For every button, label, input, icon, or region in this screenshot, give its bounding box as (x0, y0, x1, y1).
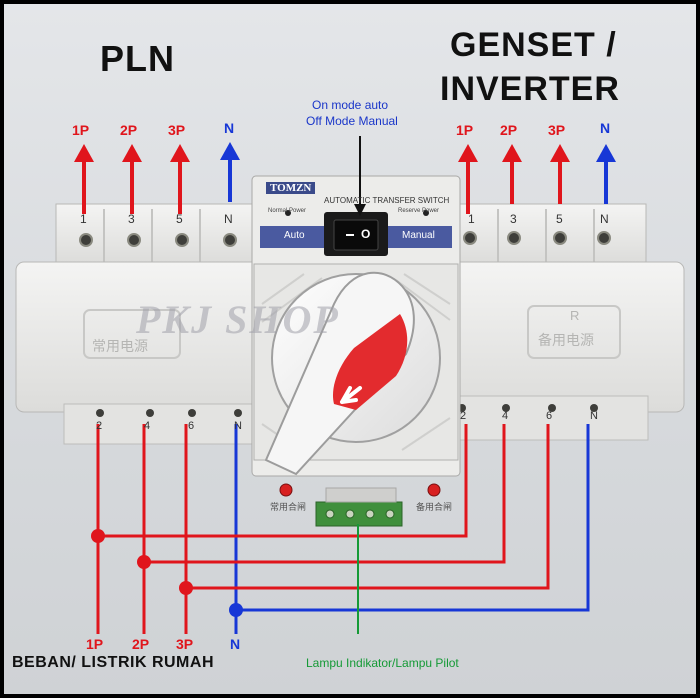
load-label: BEBAN/ LISTRIK RUMAH (12, 654, 214, 671)
bottom-right-terminal-n: N (590, 410, 598, 422)
top-arrows (82, 152, 608, 214)
top-left-phase-n: N (224, 120, 235, 136)
bottom-phase-3: 3P (176, 636, 194, 652)
top-right-terminal-3: 3 (510, 212, 517, 226)
bottom-right-terminal-6: 6 (546, 410, 553, 422)
mode-note-line2: Off Mode Manual (306, 114, 398, 128)
mode-manual-label: Manual (402, 230, 435, 241)
bottom-right-terminal-2: 2 (460, 410, 467, 422)
bottom-phase-1: 1P (86, 636, 104, 652)
top-left-phase-1: 1P (72, 122, 90, 138)
normal-power-label: Normal Power (268, 208, 307, 214)
handle-red-insert (332, 314, 408, 410)
bottom-left-terminal-4: 4 (144, 420, 151, 432)
bottom-right-terminal-4: 4 (502, 410, 509, 422)
arrow-icon (340, 386, 362, 404)
mode-note-line1: On mode auto (312, 98, 389, 112)
title-genset: GENSET / (450, 26, 617, 64)
bottom-phase-2: 2P (132, 636, 150, 652)
top-left-terminal-1: 1 (80, 212, 87, 226)
top-left-phase-3: 3P (168, 122, 186, 138)
lamp-right-indicator (427, 483, 441, 497)
top-right-phase-3: 3P (548, 122, 566, 138)
right-label-box (527, 305, 621, 359)
top-right-terminal-block (449, 203, 647, 265)
top-right-terminal-1: 1 (468, 212, 475, 226)
ats-device-graphic (15, 136, 685, 634)
device-label: AUTOMATIC TRANSFER SWITCH (324, 196, 450, 205)
top-right-phase-1: 1P (456, 122, 474, 138)
top-left-terminal-3: 3 (128, 212, 135, 226)
left-chinese-label: 常用电源 (92, 338, 148, 354)
top-left-terminal-5: 5 (176, 212, 183, 226)
lamp-left-label: 常用合闸 (270, 502, 307, 512)
top-screws (79, 231, 611, 247)
right-letter-label: R (570, 308, 580, 323)
watermark: PKJ SHOP (136, 297, 340, 342)
lamp-indicator-label: Lampu Indikator/Lampu Pilot (306, 656, 459, 670)
top-right-phase-n: N (600, 120, 611, 136)
left-label-box (83, 309, 181, 359)
brand-label: TOMZN (266, 182, 316, 194)
diagram-frame: PLN GENSET / INVERTER On mode auto Off M… (4, 4, 696, 694)
mode-auto-label: Auto (284, 230, 305, 241)
lamp-right-label: 备用合闸 (416, 502, 453, 512)
junction-dots (91, 529, 243, 617)
top-right-phase-2: 2P (500, 122, 518, 138)
bottom-phase-n: N (230, 636, 241, 652)
arrow-heads (74, 142, 616, 162)
top-left-terminal-n: N (224, 212, 233, 226)
top-right-terminal-5: 5 (556, 212, 563, 226)
switch-off-label: O (361, 227, 371, 241)
bottom-left-terminal-6: 6 (188, 420, 195, 432)
title-pln: PLN (100, 38, 175, 79)
bottom-right-terminal-block (451, 395, 649, 441)
top-right-terminal-n: N (600, 212, 609, 226)
top-left-phase-2: 2P (120, 122, 138, 138)
lamp-left-indicator (279, 483, 293, 497)
reserve-power-label: Reserve Power (398, 208, 440, 214)
title-inverter: INVERTER (440, 70, 620, 108)
right-chinese-label: 备用电源 (538, 332, 594, 348)
bottom-left-terminal-n: N (234, 420, 242, 432)
bottom-left-terminal-2: 2 (96, 420, 103, 432)
